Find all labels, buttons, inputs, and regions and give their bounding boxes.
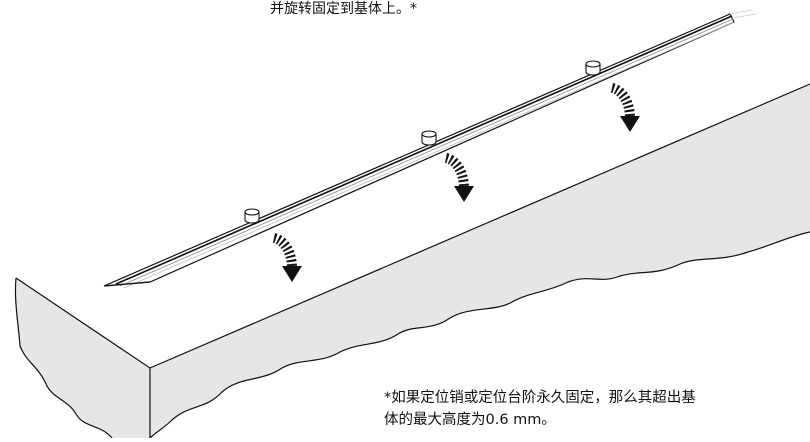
instruction-caption: 并旋转固定到基体上。* (270, 1, 417, 17)
footnote-line-2: 体的最大高度为0.6 mm。 (384, 412, 556, 428)
footnote: *如果定位销或定位台阶永久固定，那么其超出基 体的最大高度为0.6 mm。 (384, 387, 804, 431)
locating-pin-icon (585, 60, 601, 76)
base-block-front-face (150, 84, 810, 438)
locating-pin-icon (244, 208, 260, 224)
locating-pin-icon (421, 130, 437, 146)
footnote-line-1: *如果定位销或定位台阶永久固定，那么其超出基 (384, 390, 696, 406)
base-block-outline (14, 83, 810, 439)
base-block-end-face (15, 278, 151, 438)
blade-strip (103, 9, 757, 289)
